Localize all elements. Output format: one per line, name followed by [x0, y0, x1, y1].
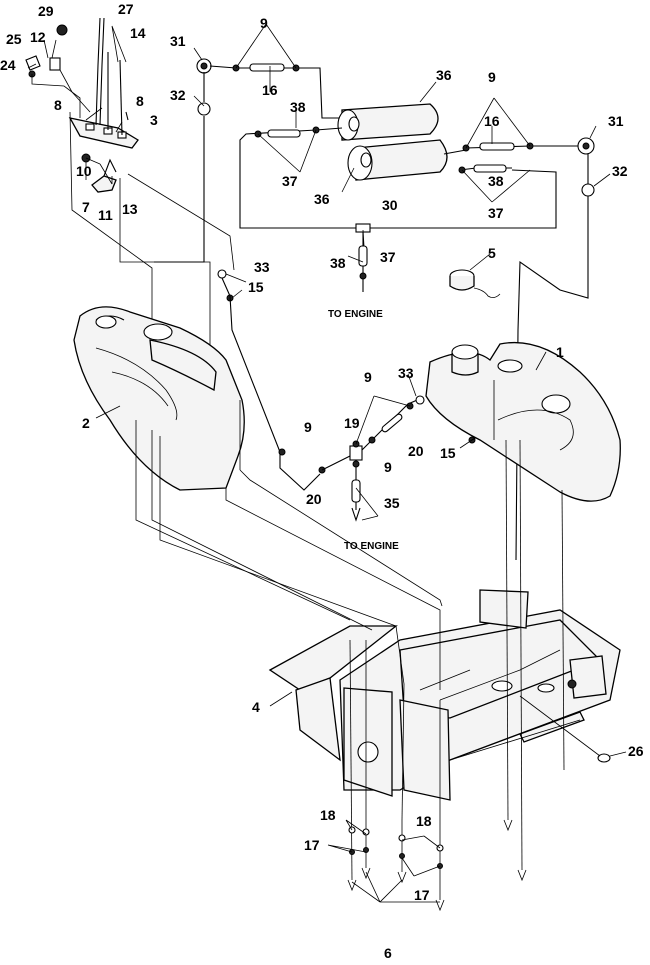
callout-9-lower: 9 [384, 459, 392, 475]
callout-3: 3 [150, 112, 158, 128]
callout-16-top: 16 [262, 82, 278, 98]
chassis-frame [268, 589, 621, 801]
fuel-filter-upper [337, 103, 439, 141]
callout-38-left: 38 [290, 99, 306, 115]
callout-36-bottom: 36 [314, 191, 330, 207]
callout-32-left: 32 [170, 87, 186, 103]
callout-17-right: 17 [414, 887, 430, 903]
callout-15-left: 15 [248, 279, 264, 295]
callout-29: 29 [38, 3, 54, 19]
callout-27: 27 [118, 1, 134, 17]
callout-26: 26 [628, 743, 644, 759]
callout-25: 25 [6, 31, 22, 47]
callout-9-right: 9 [488, 69, 496, 85]
callout-18-left: 18 [320, 807, 336, 823]
leader-lines [27, 23, 627, 903]
callout-19: 19 [344, 415, 360, 431]
callout-2: 2 [82, 415, 90, 431]
left-fuel-tank [73, 306, 245, 491]
callout-33-left: 33 [254, 259, 270, 275]
callout-9-mid: 9 [304, 419, 312, 435]
fuel-valve-bracket-assembly [25, 17, 235, 360]
callout-14: 14 [130, 25, 146, 41]
callout-16-right: 16 [484, 113, 500, 129]
callout-31-left: 31 [170, 33, 186, 49]
callout-30: 30 [382, 197, 398, 213]
callout-10: 10 [76, 163, 92, 179]
callout-9-lines: 9 [364, 369, 372, 385]
captions: TO ENGINE TO ENGINE [328, 309, 399, 552]
callout-8-left: 8 [54, 97, 62, 113]
callout-38-engine: 38 [330, 255, 346, 271]
callout-6: 6 [384, 945, 392, 961]
to-engine-caption-bottom: TO ENGINE [344, 541, 399, 552]
callout-17-left: 17 [304, 837, 320, 853]
callout-32-right: 32 [612, 163, 628, 179]
callout-15-right: 15 [440, 445, 456, 461]
callout-38-right: 38 [488, 173, 504, 189]
to-engine-caption-top: TO ENGINE [328, 309, 383, 320]
callout-4: 4 [252, 699, 260, 715]
callout-24: 24 [0, 57, 16, 73]
callout-36-top: 36 [436, 67, 452, 83]
callout-5: 5 [488, 245, 496, 261]
fuel-filter-lower [347, 139, 467, 181]
tank-mount-hardware [135, 400, 565, 912]
callout-18-right: 18 [416, 813, 432, 829]
fuel-filter-line-assembly [154, 58, 595, 561]
callout-11: 11 [98, 207, 113, 223]
callout-7: 7 [82, 199, 90, 215]
callout-31-right: 31 [608, 113, 624, 129]
right-fuel-tank [425, 269, 621, 502]
callout-20-left: 20 [306, 491, 322, 507]
callout-12: 12 [30, 29, 46, 45]
callout-37-right: 37 [488, 205, 504, 221]
callout-13: 13 [122, 201, 138, 217]
callout-20-right: 20 [408, 443, 424, 459]
callout-37-left: 37 [282, 173, 298, 189]
callout-8-right: 8 [136, 93, 144, 109]
callout-35: 35 [384, 495, 400, 511]
callout-1: 1 [556, 344, 564, 360]
callout-37-engine: 37 [380, 249, 396, 265]
callout-9-top: 9 [260, 15, 268, 31]
callout-33-right: 33 [398, 365, 414, 381]
